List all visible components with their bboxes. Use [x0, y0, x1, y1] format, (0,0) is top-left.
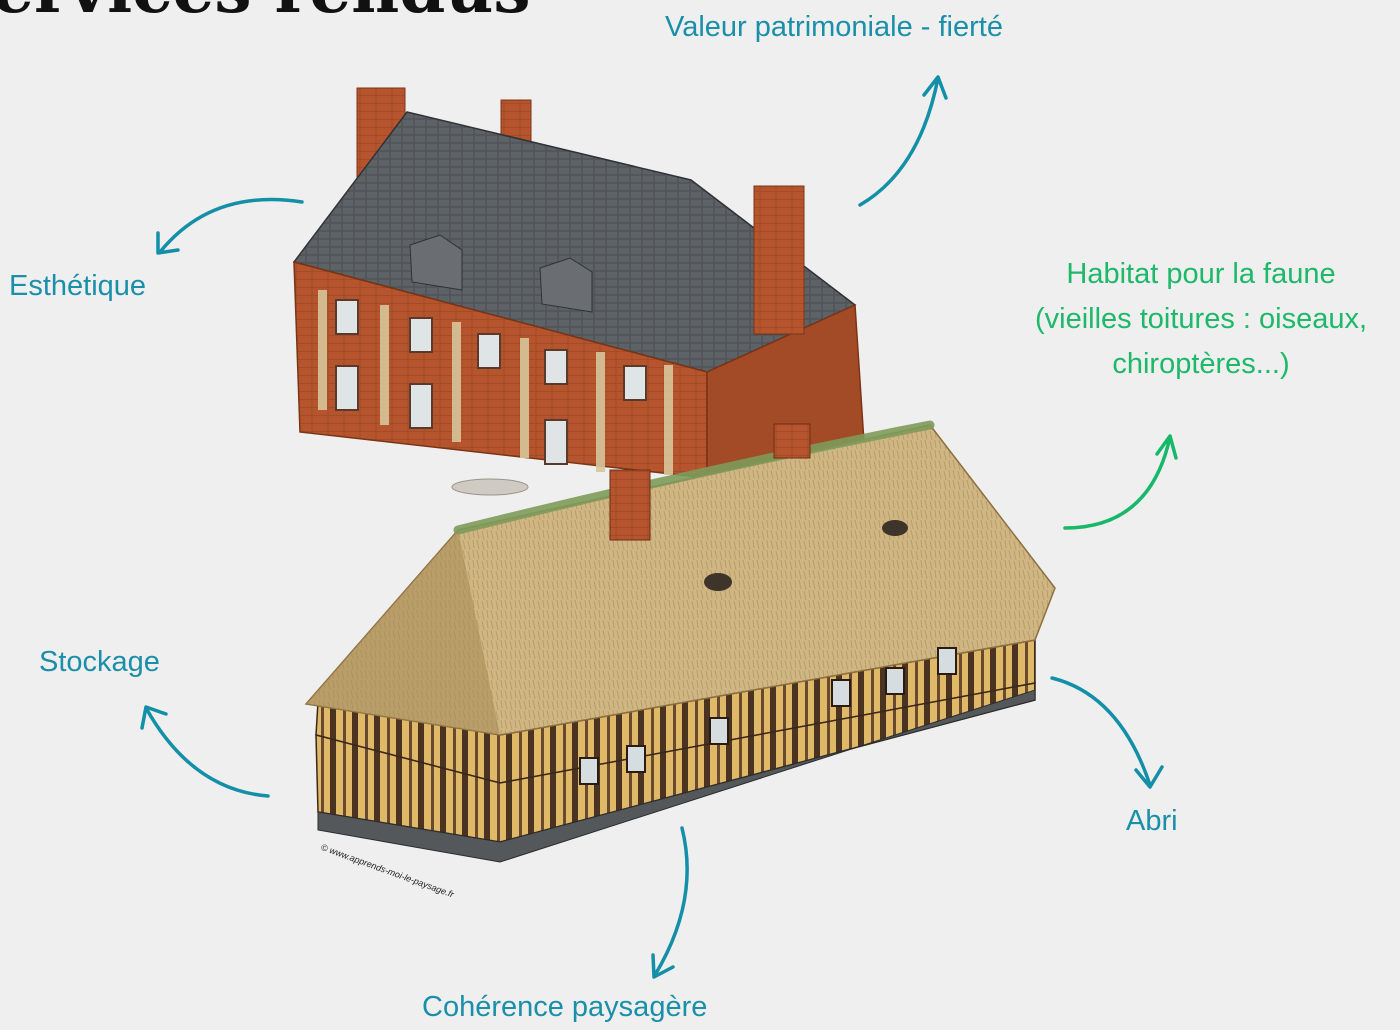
longhouse-chimney-1 [609, 469, 651, 541]
thatched-longhouse [304, 420, 1056, 863]
arrow-valeur [858, 75, 948, 207]
label-valeur-patrimoniale: Valeur patrimoniale - fierté [665, 11, 1003, 43]
label-abri: Abri [1126, 805, 1178, 837]
longhouse-chimney-2 [773, 423, 811, 459]
manor-dormer-2 [539, 257, 593, 313]
habitat-line-1: Habitat pour la faune [1066, 258, 1336, 290]
arrow-coherence [651, 826, 689, 979]
arrow-abri [1050, 676, 1164, 789]
label-esthetique: Esthétique [9, 270, 147, 302]
manor-dormer-1 [409, 234, 463, 291]
label-habitat-faune: Habitat pour la faune (vieilles toitures… [1015, 252, 1387, 387]
page-title: ervices rendus [0, 0, 531, 22]
longhouse-stone-base [317, 689, 1036, 863]
label-coherence-paysagere: Cohérence paysagère [422, 991, 708, 1023]
habitat-line-2: (vieilles toitures : oiseaux, [1034, 302, 1368, 335]
manor-house [292, 87, 865, 496]
habitat-line-3: chiroptères...) [1112, 347, 1290, 380]
arrow-habitat [1063, 434, 1178, 530]
arrows [140, 75, 1178, 979]
arrow-stockage [140, 705, 270, 798]
longhouse-ridge-moss [453, 420, 935, 535]
label-stockage: Stockage [39, 646, 160, 678]
manor-chimney-front [753, 185, 805, 335]
arrow-esthetique [156, 197, 304, 255]
